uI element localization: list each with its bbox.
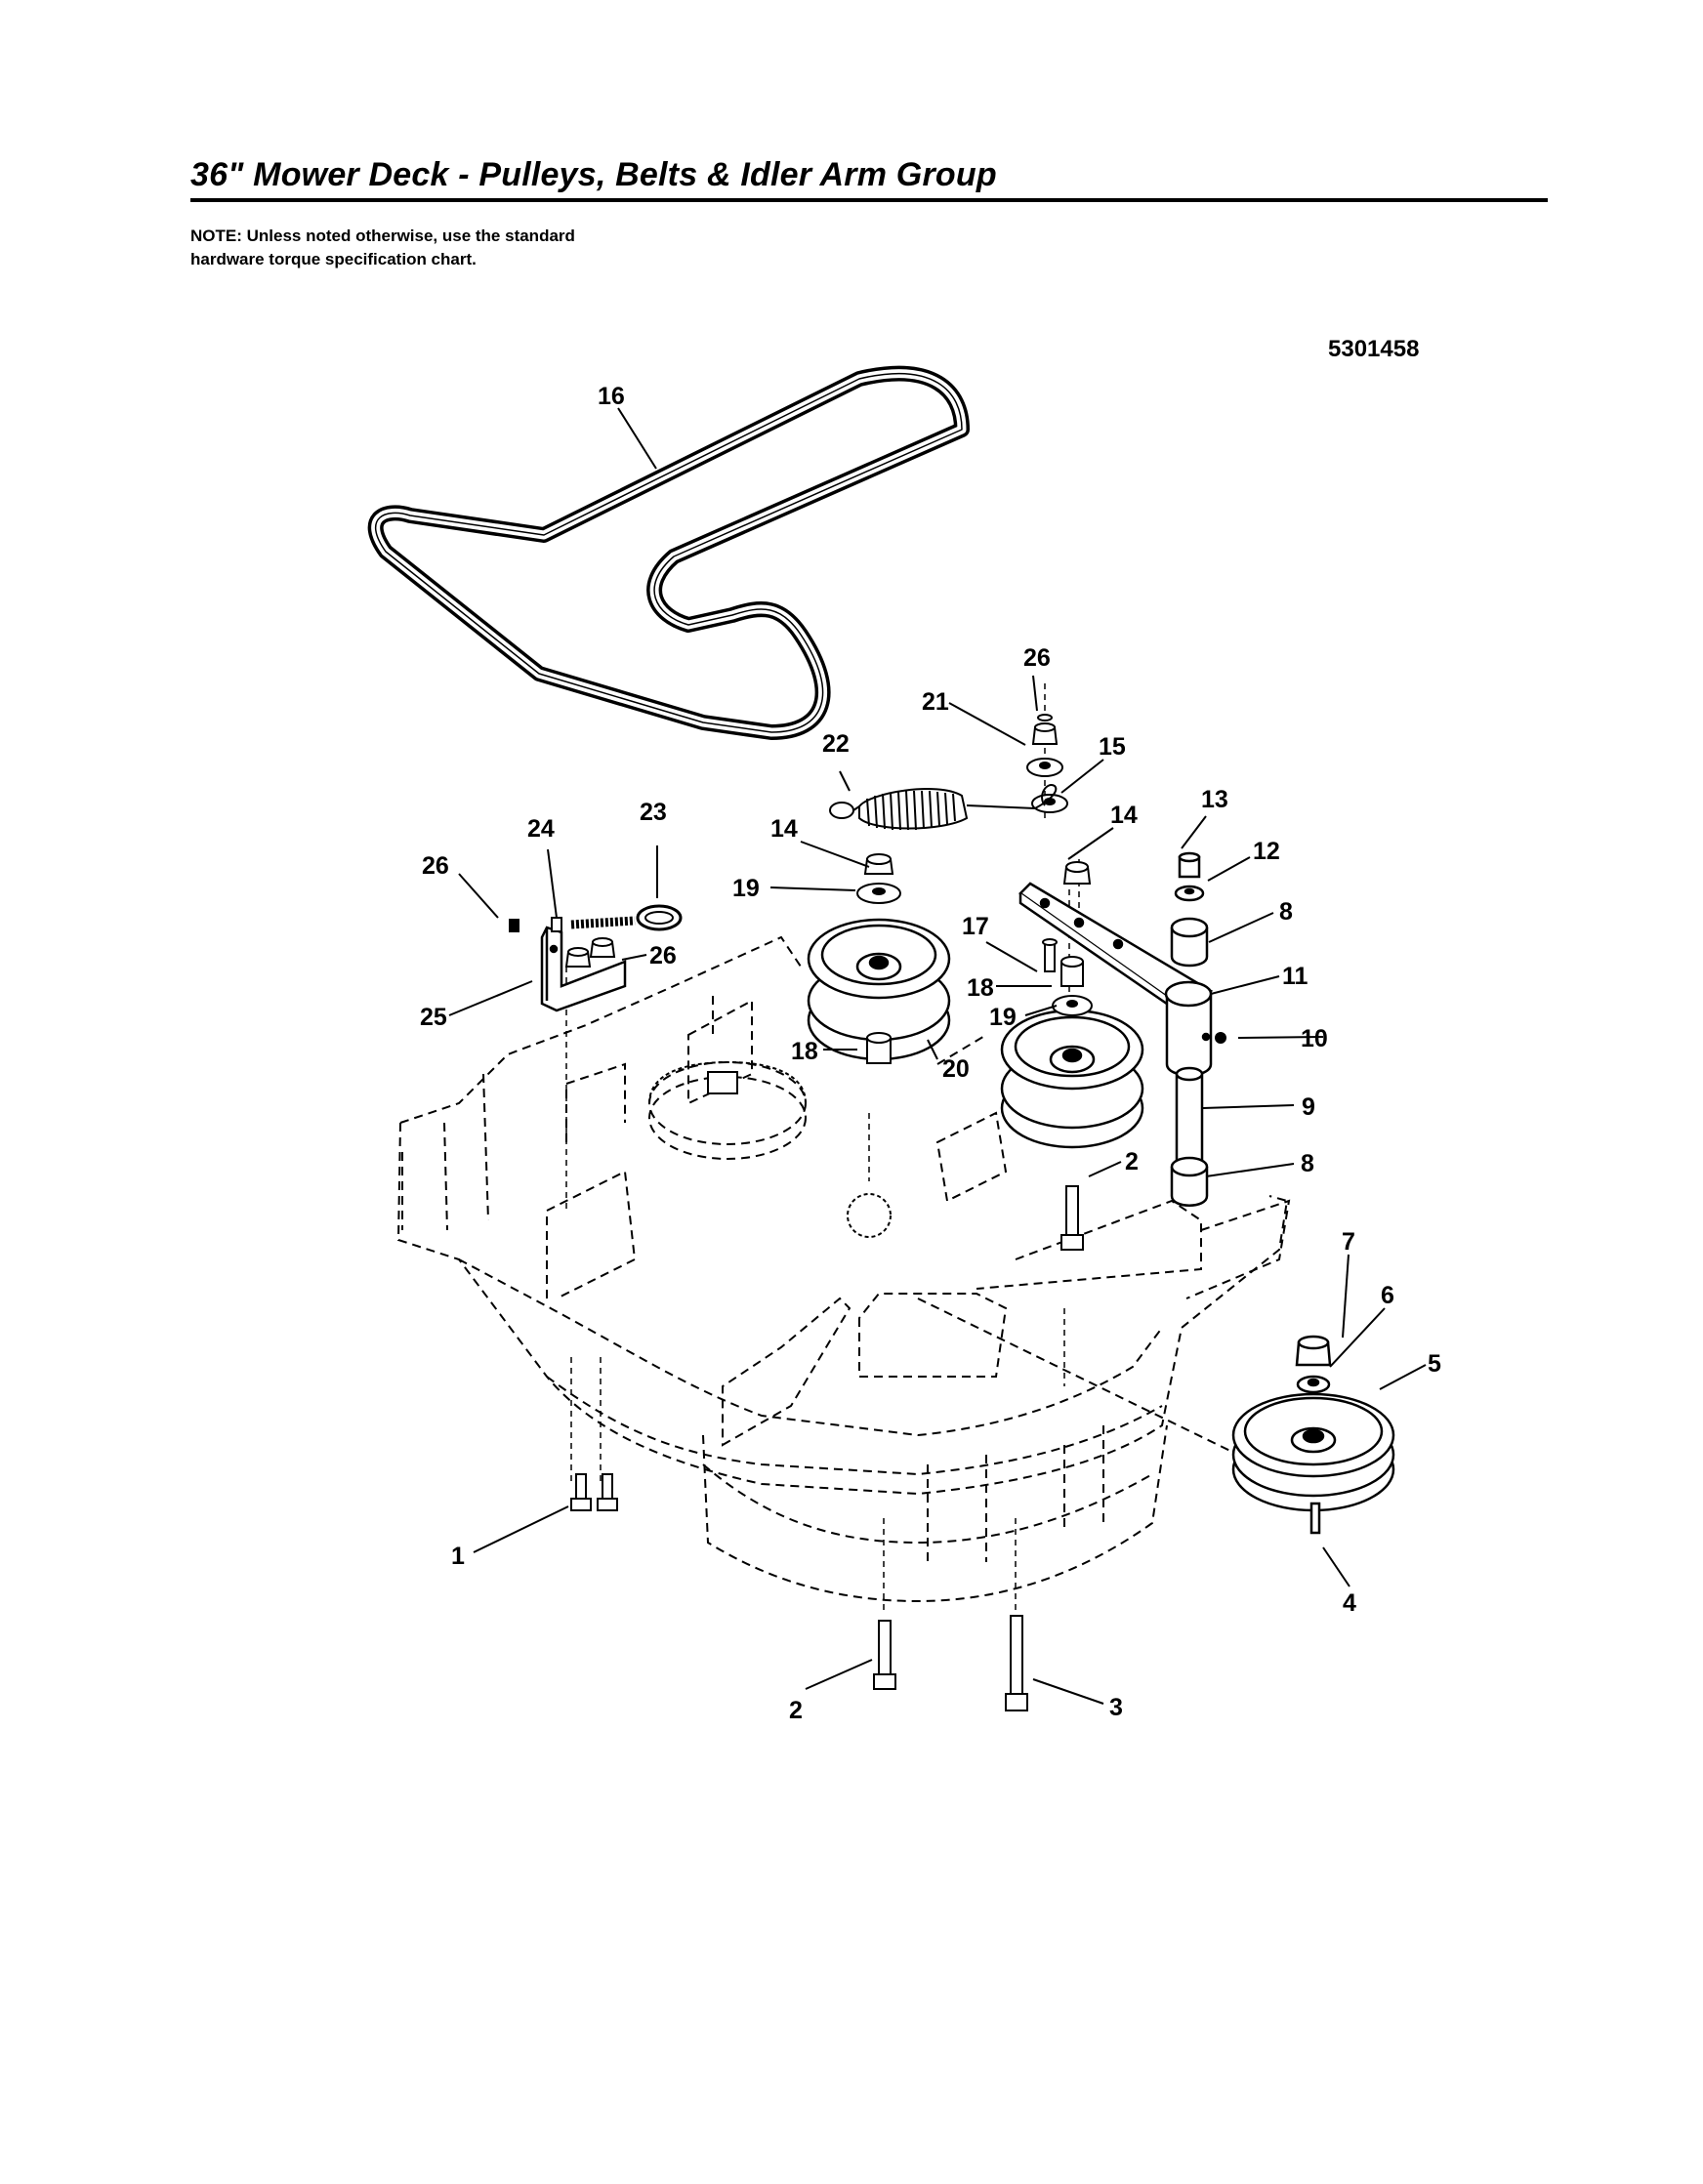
callout-13: 13 — [1201, 786, 1228, 813]
callout-1: 1 — [451, 1543, 465, 1570]
callout-19: 19 — [732, 875, 760, 902]
callout-26: 26 — [649, 942, 677, 969]
callout-8: 8 — [1301, 1150, 1314, 1177]
callout-9: 9 — [1302, 1093, 1315, 1121]
callout-3: 3 — [1109, 1694, 1123, 1721]
callout-14: 14 — [770, 815, 798, 843]
callout-26: 26 — [1023, 644, 1051, 672]
callout-25: 25 — [420, 1004, 447, 1031]
callout-24: 24 — [527, 815, 555, 843]
idler-pulley-lower — [1000, 1009, 1144, 1149]
callout-19: 19 — [989, 1004, 1017, 1031]
callout-8: 8 — [1279, 898, 1293, 926]
title-rule — [190, 198, 1548, 202]
callout-17: 17 — [962, 913, 989, 940]
callout-23: 23 — [640, 799, 667, 826]
spring-bracket — [540, 926, 627, 1012]
idler-pulley-upper — [807, 918, 951, 1061]
callout-26: 26 — [422, 852, 449, 880]
callout-12: 12 — [1253, 838, 1280, 865]
callout-14: 14 — [1110, 802, 1138, 829]
idler-arm-bushings — [1170, 851, 1209, 1207]
callout-11: 11 — [1282, 963, 1308, 990]
deck-spindle-pulley — [648, 1060, 892, 1238]
idler-pulley-lower-hardware — [1052, 956, 1093, 1251]
idler-pulley-upper-hardware — [856, 853, 901, 1064]
assembly-guide-lines — [565, 683, 1319, 1611]
callout-6: 6 — [1381, 1282, 1394, 1309]
eye-bolt — [570, 904, 683, 931]
idler-arm-hardware — [1026, 714, 1226, 1044]
callout-15: 15 — [1099, 733, 1126, 761]
callout-21: 21 — [922, 688, 949, 716]
callout-18: 18 — [791, 1038, 818, 1065]
tension-spring — [829, 784, 1058, 831]
diagram-part-number: 5301458 — [1328, 336, 1420, 362]
page-title: 36" Mower Deck - Pulleys, Belts & Idler … — [190, 156, 997, 193]
drive-belt — [367, 365, 970, 740]
callout-2: 2 — [789, 1697, 803, 1724]
spindle-pulley — [1231, 1335, 1395, 1535]
callout-18: 18 — [967, 974, 994, 1002]
callout-4: 4 — [1343, 1589, 1356, 1617]
torque-note: NOTE: Unless noted otherwise, use the st… — [190, 227, 575, 268]
callout-7: 7 — [1342, 1228, 1355, 1256]
callout-16: 16 — [598, 383, 625, 410]
bottom-bolts — [570, 1473, 1028, 1711]
callout-2: 2 — [1125, 1148, 1139, 1175]
callout-20: 20 — [942, 1055, 970, 1083]
callout-5: 5 — [1428, 1350, 1441, 1378]
callout-10: 10 — [1301, 1025, 1328, 1052]
callout-22: 22 — [822, 730, 850, 758]
callout-labels: 16 26 21 22 15 13 14 14 12 24 23 26 19 8… — [420, 383, 1441, 1724]
leader-lines — [448, 407, 1427, 1705]
bracket-hardware — [509, 917, 616, 968]
